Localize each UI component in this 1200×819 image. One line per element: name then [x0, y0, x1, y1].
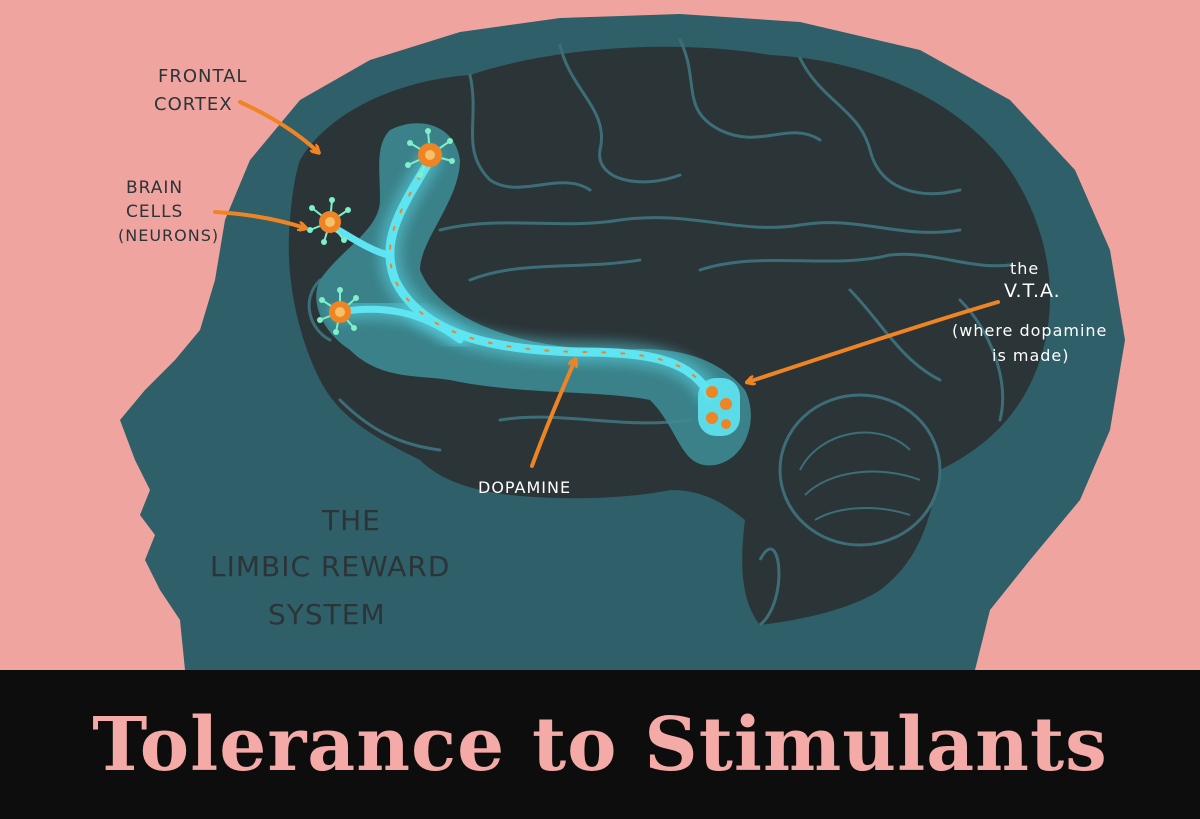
label-vta-line2: V.T.A.: [1004, 280, 1061, 302]
label-frontal-line1: FRONTAL: [158, 66, 247, 87]
label-brain-cells-line1: BRAIN: [126, 178, 183, 198]
neuron-middle: [307, 197, 351, 245]
neuron-top: [405, 128, 455, 178]
label-vta-line1: the: [1010, 259, 1039, 278]
dopamine-pathway: [326, 149, 721, 406]
title-banner: Tolerance to Stimulants: [0, 670, 1200, 819]
brain-folds: [307, 38, 1012, 452]
title: Tolerance to Stimulants: [92, 701, 1108, 788]
arrow-brain-cells: [213, 210, 305, 228]
cerebellum: [758, 393, 942, 627]
brain-diagram: FRONTAL CORTEX BRAIN CELLS (NEURONS) the…: [118, 14, 1125, 670]
annotation-arrows: [213, 100, 1000, 468]
label-system-line3: SYSTEM: [268, 598, 386, 631]
label-brain-cells-line3: (NEURONS): [118, 226, 219, 245]
label-frontal-line2: CORTEX: [154, 94, 233, 115]
limbic-glow-region: [316, 123, 751, 466]
labels: FRONTAL CORTEX BRAIN CELLS (NEURONS) the…: [118, 66, 1107, 631]
neuron-bottom: [317, 287, 359, 335]
arrow-frontal-cortex: [238, 100, 318, 152]
label-system-line2: LIMBIC REWARD: [210, 550, 450, 583]
label-dopamine: DOPAMINE: [478, 478, 571, 497]
arrow-dopamine: [530, 360, 575, 468]
label-brain-cells-line2: CELLS: [126, 202, 183, 222]
vta-cluster: [698, 378, 740, 436]
label-vta-line4: is made): [992, 346, 1070, 365]
label-vta-line3: (where dopamine: [952, 321, 1107, 340]
label-system-line1: THE: [321, 504, 381, 537]
arrow-vta: [748, 300, 1000, 382]
